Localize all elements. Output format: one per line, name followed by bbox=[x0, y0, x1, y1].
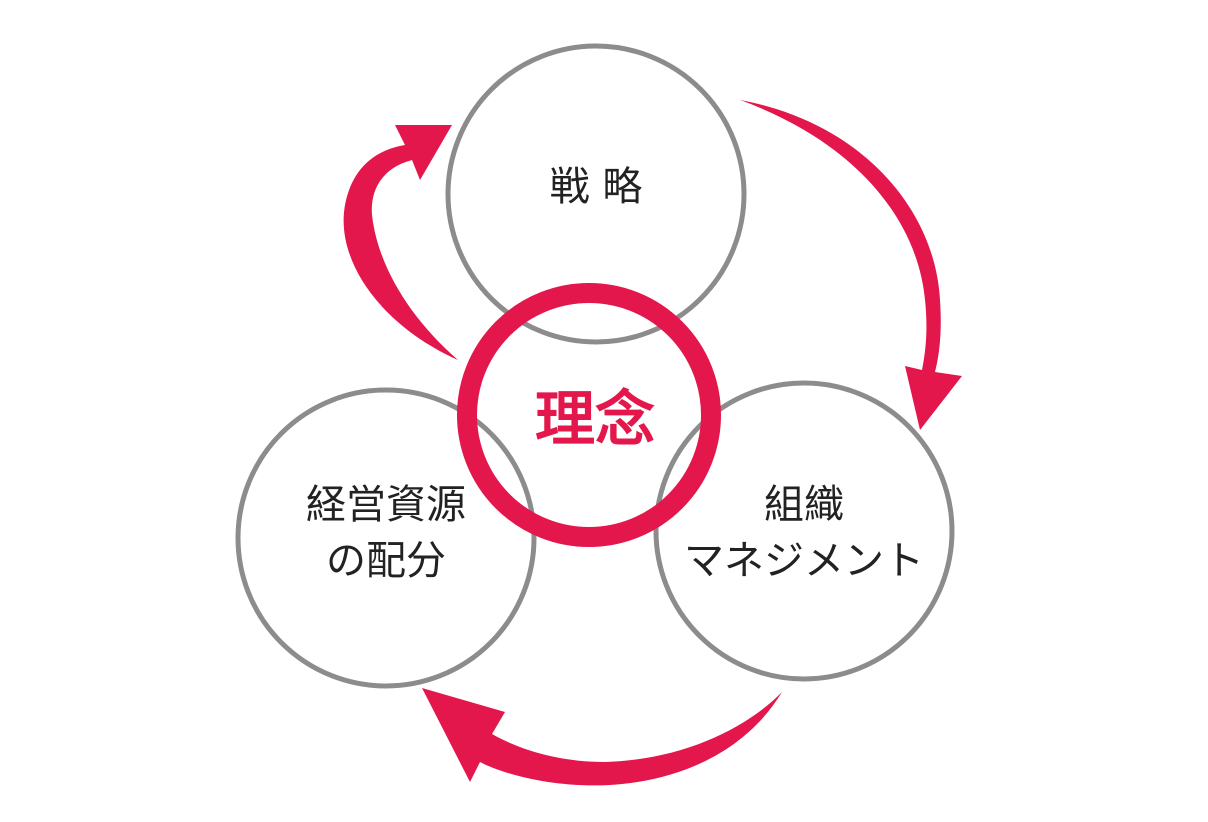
resources-circle bbox=[235, 387, 537, 689]
organization-label-line2: マネジメント bbox=[684, 538, 924, 584]
arrow-resources-to-strategy bbox=[343, 125, 458, 360]
strategy-circle bbox=[445, 43, 747, 345]
organization-circle bbox=[653, 380, 955, 682]
strategy-label: 戦 略 bbox=[550, 164, 643, 210]
cycle-arrows bbox=[343, 100, 962, 786]
outer-circles bbox=[235, 43, 955, 689]
arrow-strategy-to-organization bbox=[740, 100, 962, 430]
resources-label-line2: の配分 bbox=[326, 538, 446, 584]
arrow-organization-to-resources bbox=[422, 688, 782, 786]
philosophy-ring bbox=[457, 283, 721, 547]
organization-label-line1: 組織 bbox=[764, 482, 844, 528]
center-label: 理念 bbox=[535, 385, 655, 455]
resources-label-line1: 経営資源 bbox=[306, 482, 466, 528]
